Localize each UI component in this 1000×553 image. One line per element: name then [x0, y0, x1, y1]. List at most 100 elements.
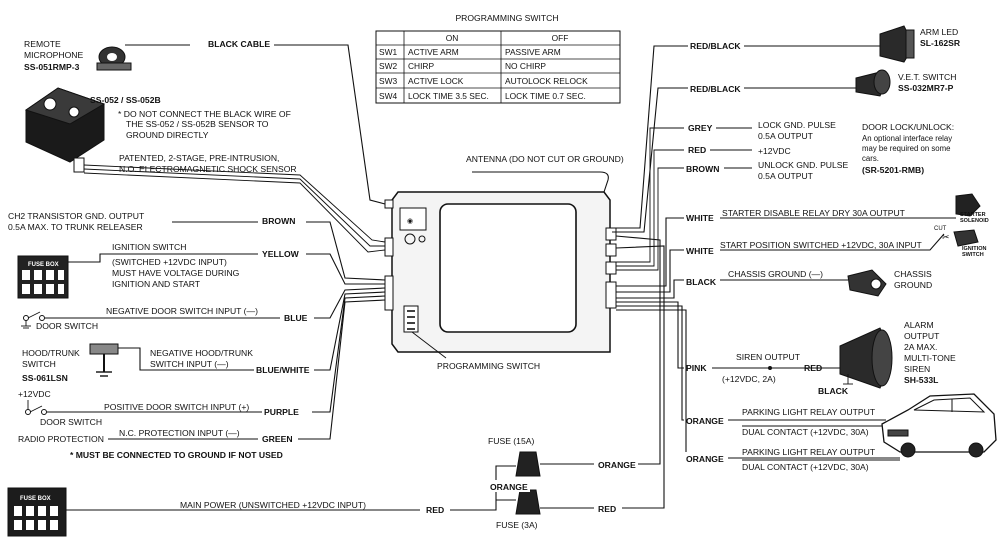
cut-label: CUT: [934, 226, 947, 232]
table-cell: NO CHIRP: [505, 61, 546, 71]
starter-disable-wires: WHITE STARTER DISABLE RELAY DRY 30A OUTP…: [616, 193, 989, 293]
svg-text:RED/BLACK: RED/BLACK: [690, 84, 741, 94]
svg-text:CHASSIS: CHASSIS: [894, 269, 932, 279]
svg-text:REMOTE: REMOTE: [24, 39, 61, 49]
table-col-off: OFF: [552, 33, 569, 43]
svg-text:SIREN OUTPUT: SIREN OUTPUT: [736, 352, 801, 362]
svg-text:2A MAX.: 2A MAX.: [904, 342, 937, 352]
svg-text:FUSE (3A): FUSE (3A): [496, 520, 538, 530]
svg-text:SWITCH: SWITCH: [962, 252, 984, 258]
svg-text:MUST HAVE VOLTAGE DURING: MUST HAVE VOLTAGE DURING: [112, 268, 240, 278]
svg-text:PARKING LIGHT RELAY OUTPUT: PARKING LIGHT RELAY OUTPUT: [742, 407, 876, 417]
svg-text:STARTER: STARTER: [960, 212, 986, 218]
svg-text:START POSITION SWITCHED +12VDC: START POSITION SWITCHED +12VDC, 30A INPU…: [720, 240, 923, 250]
svg-text:cars.: cars.: [862, 154, 879, 163]
svg-text:0.5A OUTPUT: 0.5A OUTPUT: [758, 171, 814, 181]
svg-text:RADIO PROTECTION: RADIO PROTECTION: [18, 434, 104, 444]
svg-text:SIREN: SIREN: [904, 364, 930, 374]
svg-text:N.O. ELECTROMAGNETIC SHOCK SEN: N.O. ELECTROMAGNETIC SHOCK SENSOR: [119, 164, 297, 174]
svg-text:0.5A MAX. TO TRUNK RELEASER: 0.5A MAX. TO TRUNK RELEASER: [8, 222, 143, 232]
vet-switch: RED/BLACK V.E.T. SWITCH SS-032MR7-P: [612, 69, 956, 233]
svg-text:CHASSIS GROUND (—): CHASSIS GROUND (—): [728, 269, 823, 279]
table-cell: ACTIVE ARM: [408, 47, 459, 57]
arm-led: RED/BLACK ARM LED SL-162SR: [612, 25, 961, 229]
negative-door-wire: NEGATIVE DOOR SWITCH INPUT (—) DOOR SWIT…: [21, 287, 386, 331]
svg-text:SWITCH INPUT (—): SWITCH INPUT (—): [150, 359, 229, 369]
svg-text:SS-052 / SS-052B: SS-052 / SS-052B: [90, 95, 161, 105]
table-cell: PASSIVE ARM: [505, 47, 561, 57]
table-cell: SW3: [379, 76, 397, 86]
svg-text:ORANGE: ORANGE: [490, 482, 528, 492]
svg-text:BLACK: BLACK: [686, 277, 717, 287]
programming-switch-label: PROGRAMMING SWITCH: [437, 361, 540, 371]
table-cell: AUTOLOCK RELOCK: [505, 76, 588, 86]
table-cell: SW2: [379, 61, 397, 71]
svg-text:DUAL CONTACT (+12VDC, 30A): DUAL CONTACT (+12VDC, 30A): [742, 462, 869, 472]
control-module: ◉ ANTENNA (DO NOT CUT OR GROUND) PROGRAM…: [384, 154, 624, 371]
svg-text:IGNITION: IGNITION: [962, 246, 986, 252]
svg-text:ORANGE: ORANGE: [686, 416, 724, 426]
svg-text:BLUE: BLUE: [284, 313, 308, 323]
table-cell: ACTIVE LOCK: [408, 76, 464, 86]
alarm-siren: PINK SIREN OUTPUT (+12VDC, 2A) RED BLACK…: [616, 301, 956, 396]
svg-text:NEGATIVE HOOD/TRUNK: NEGATIVE HOOD/TRUNK: [150, 348, 253, 358]
svg-text:WHITE: WHITE: [686, 213, 714, 223]
svg-text:SS-032MR7-P: SS-032MR7-P: [898, 83, 954, 93]
svg-text:POSITIVE DOOR SWITCH INPUT (+): POSITIVE DOOR SWITCH INPUT (+): [104, 402, 249, 412]
svg-text:V.E.T. SWITCH: V.E.T. SWITCH: [898, 72, 956, 82]
svg-text:ARM LED: ARM LED: [920, 27, 958, 37]
svg-text:An optional interface relay: An optional interface relay: [862, 134, 952, 143]
fuse-3a: [515, 489, 541, 515]
main-power-wire: FUSE BOX MAIN POWER (UNSWITCHED +12VDC I…: [7, 487, 497, 537]
svg-text:LOCK GND. PULSE: LOCK GND. PULSE: [758, 120, 836, 130]
svg-text:GREY: GREY: [688, 123, 713, 133]
hood-trunk-wire: HOOD/TRUNK SWITCH SS-061LSN NEGATIVE HOO…: [22, 291, 386, 383]
svg-text:GROUND DIRECTLY: GROUND DIRECTLY: [126, 130, 209, 140]
svg-text:* DO NOT CONNECT THE BLACK WIR: * DO NOT CONNECT THE BLACK WIRE OF: [118, 109, 291, 119]
svg-text:+12VDC: +12VDC: [18, 389, 51, 399]
dip-switch: [403, 305, 419, 333]
svg-text:DOOR LOCK/UNLOCK:: DOOR LOCK/UNLOCK:: [862, 122, 954, 132]
svg-text:ALARM: ALARM: [904, 320, 934, 330]
svg-text:BROWN: BROWN: [686, 164, 719, 174]
svg-text:OUTPUT: OUTPUT: [904, 331, 940, 341]
svg-text:RED: RED: [598, 504, 616, 514]
svg-text:SS-051RMP-3: SS-051RMP-3: [24, 62, 80, 72]
table-cell: LOCK TIME 3.5 SEC.: [408, 91, 489, 101]
svg-text:ORANGE: ORANGE: [598, 460, 636, 470]
fuse-15a: [515, 451, 541, 477]
fuse-box-label: FUSE BOX: [20, 496, 51, 502]
svg-text:PURPLE: PURPLE: [264, 407, 299, 417]
black-cable-label: BLACK CABLE: [208, 39, 270, 49]
svg-text:SOLENOID: SOLENOID: [960, 218, 989, 224]
scissors-icon: ✂: [942, 232, 950, 242]
svg-text:CH2 TRANSISTOR GND. OUTPUT: CH2 TRANSISTOR GND. OUTPUT: [8, 211, 145, 221]
svg-text:WHITE: WHITE: [686, 246, 714, 256]
remote-microphone: REMOTE MICROPHONE SS-051RMP-3 BLACK CABL…: [24, 38, 386, 205]
svg-text:PARKING LIGHT RELAY OUTPUT: PARKING LIGHT RELAY OUTPUT: [742, 447, 876, 457]
programming-switch-table: PROGRAMMING SWITCH ON OFF SW1 ACTIVE ARM…: [375, 13, 621, 104]
positive-door-wire: +12VDC POSITIVE DOOR SWITCH INPUT (+) DO…: [18, 295, 386, 427]
svg-text:RED: RED: [804, 363, 822, 373]
svg-text:RED: RED: [426, 505, 444, 515]
shock-sensor: SS-052 / SS-052B * DO NOT CONNECT THE BL…: [24, 87, 386, 253]
table-cell: LOCK TIME 0.7 SEC.: [505, 91, 586, 101]
ignition-wire: FUSE BOX IGNITION SWITCH (SWITCHED +12VD…: [17, 242, 385, 299]
svg-text:THE SS-052 / SS-052B SENSOR TO: THE SS-052 / SS-052B SENSOR TO: [126, 119, 269, 129]
svg-text:SWITCH: SWITCH: [22, 359, 56, 369]
antenna-label: ANTENNA (DO NOT CUT OR GROUND): [466, 154, 624, 164]
svg-text:DOOR SWITCH: DOOR SWITCH: [36, 321, 98, 331]
svg-text:PATENTED, 2-STAGE, PRE-INTRUSI: PATENTED, 2-STAGE, PRE-INTRUSION,: [119, 153, 279, 163]
starter-solenoid-icon: [955, 193, 981, 217]
table-cell: CHIRP: [408, 61, 434, 71]
radio-protection-wire: RADIO PROTECTION N.C. PROTECTION INPUT (…: [18, 299, 386, 460]
fuse-box-label: FUSE BOX: [28, 262, 59, 268]
ignition-switch-icon: [953, 229, 979, 247]
svg-text:N.C. PROTECTION INPUT (—): N.C. PROTECTION INPUT (—): [119, 428, 240, 438]
svg-text:BROWN: BROWN: [262, 216, 295, 226]
led-glyph: ◉: [407, 218, 413, 225]
svg-text:SS-061LSN: SS-061LSN: [22, 373, 68, 383]
svg-text:GROUND: GROUND: [894, 280, 932, 290]
ch2-output-wire: CH2 TRANSISTOR GND. OUTPUT 0.5A MAX. TO …: [8, 211, 386, 281]
